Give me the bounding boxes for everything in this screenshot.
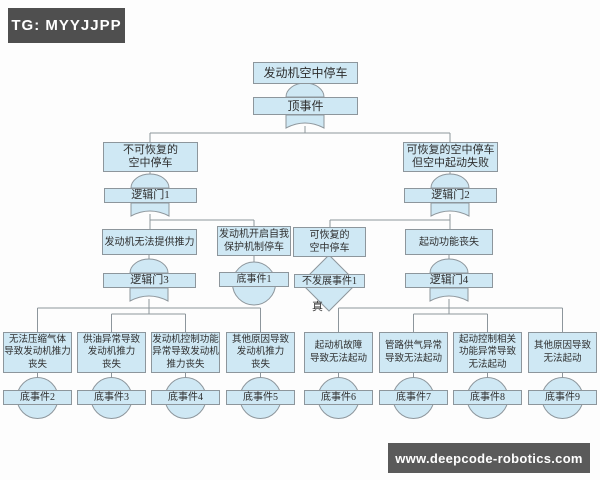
start-function-loss-box: 起动功能丧失 xyxy=(405,229,493,255)
tg-watermark-badge: TG: MYYJJPP xyxy=(8,8,125,43)
basic-event-3-label: 底事件3 xyxy=(77,390,146,405)
logic-gate-2-label: 逻辑门2 xyxy=(404,188,497,203)
top-event-gate-label: 顶事件 xyxy=(253,97,358,115)
logic-gate-3-label: 逻辑门3 xyxy=(103,273,196,288)
basic-event-4-label: 底事件4 xyxy=(151,390,220,405)
logic-gate-4-symbol xyxy=(429,258,469,302)
basic-event-7-label: 底事件7 xyxy=(379,390,448,405)
cause-box-6: 管路供气异常 导致无法起动 xyxy=(379,332,448,373)
logic-gate-1-label: 逻辑门1 xyxy=(104,188,197,203)
logic-gate-3-symbol xyxy=(129,258,169,302)
recoverable-restart-fail-box: 可恢复的空中停车 但空中起动失败 xyxy=(403,142,498,172)
basic-event-9-label: 底事件9 xyxy=(528,390,597,405)
cause-box-8: 其他原因导致 无法起动 xyxy=(528,332,597,373)
cause-box-3: 发动机控制功能 异常导致发动机 推力丧失 xyxy=(151,332,220,373)
logic-gate-2-symbol xyxy=(430,173,470,217)
self-protection-shutdown-box: 发动机开启自我 保护机制停车 xyxy=(217,226,291,256)
basic-event-8-label: 底事件8 xyxy=(453,390,522,405)
undeveloped-event-true-note: 真 xyxy=(312,301,323,313)
logic-gate-4-label: 逻辑门4 xyxy=(405,273,493,288)
basic-event-2-label: 底事件2 xyxy=(3,390,72,405)
no-thrust-box: 发动机无法提供推力 xyxy=(102,229,197,255)
logic-gate-1-symbol xyxy=(130,173,170,217)
cause-box-1: 无法压缩气体 导致发动机推力 丧失 xyxy=(3,332,72,373)
cause-box-2: 供油异常导致 发动机推力 丧失 xyxy=(77,332,146,373)
unrecoverable-shutdown-box: 不可恢复的 空中停车 xyxy=(103,142,198,172)
recoverable-shutdown-box: 可恢复的 空中停车 xyxy=(293,227,366,257)
top-event-box: 发动机空中停车 xyxy=(253,62,358,84)
undeveloped-event-1-label: 不发展事件1 xyxy=(294,274,365,288)
basic-event-6-label: 底事件6 xyxy=(304,390,373,405)
cause-box-7: 起动控制相关 功能异常导致 无法起动 xyxy=(453,332,522,373)
cause-box-5: 起动机故障 导致无法起动 xyxy=(304,332,373,373)
cause-box-4: 其他原因导致 发动机推力 丧失 xyxy=(226,332,295,373)
website-watermark-badge: www.deepcode-robotics.com xyxy=(388,443,590,473)
basic-event-1-label: 底事件1 xyxy=(219,272,289,287)
basic-event-5-label: 底事件5 xyxy=(226,390,295,405)
